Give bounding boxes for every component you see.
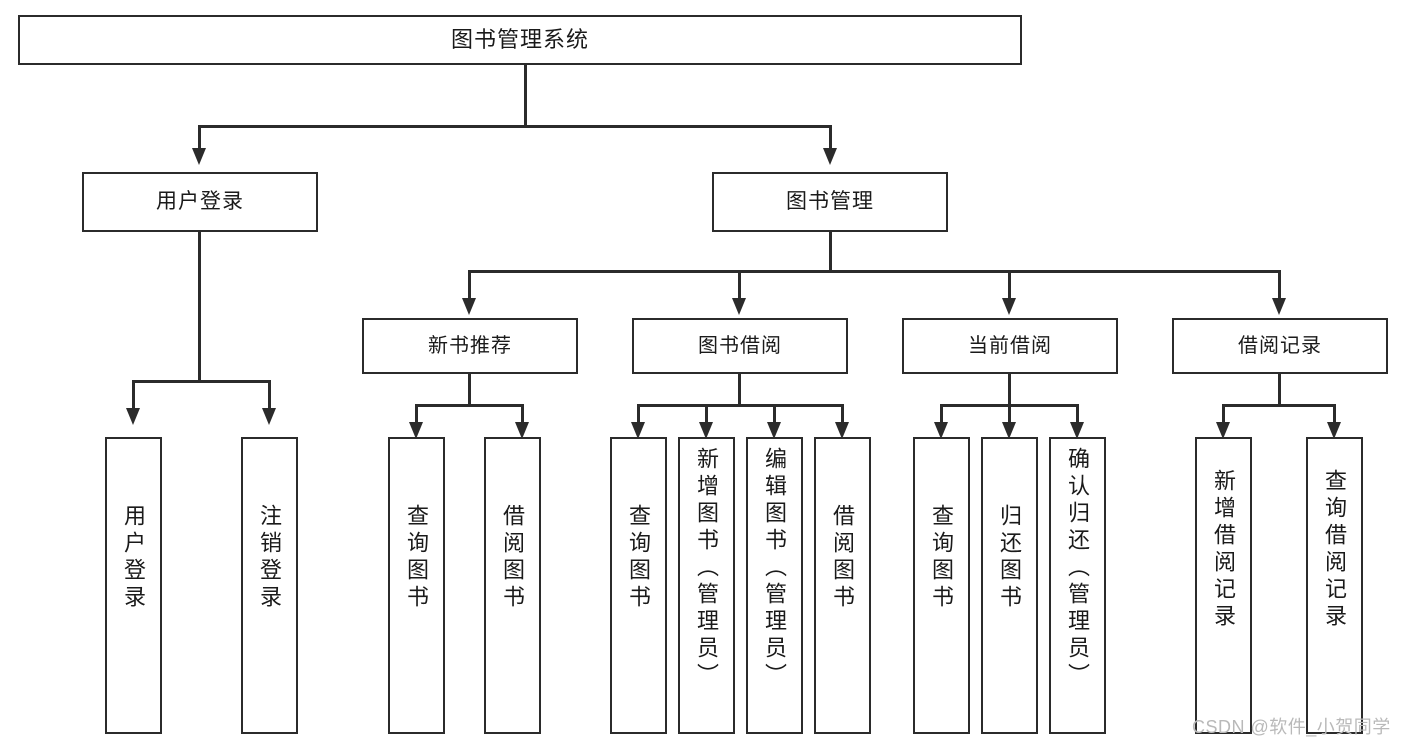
connector-new-book-bar bbox=[415, 404, 523, 407]
arrowhead-current-borrow bbox=[1002, 298, 1016, 315]
connector-level3-bar bbox=[468, 270, 1281, 273]
connector-root-stem bbox=[524, 65, 527, 127]
leaf-borrow-book-recommend[interactable]: 借阅图书 bbox=[484, 437, 541, 734]
connector-new-book-stem bbox=[468, 374, 471, 406]
node-new-book-recommend[interactable]: 新书推荐 bbox=[362, 318, 578, 374]
arrowhead-book-borrow bbox=[732, 298, 746, 315]
leaf-edit-book-admin[interactable]: 编辑图书（管理员） bbox=[746, 437, 803, 734]
leaf-user-login[interactable]: 用户登录 bbox=[105, 437, 162, 734]
connector-book-borrow-drop-1 bbox=[637, 404, 640, 426]
connector-user-login-bar bbox=[132, 380, 270, 383]
node-label: 借阅图书 bbox=[830, 504, 856, 612]
leaf-query-book-recommend[interactable]: 查询图书 bbox=[388, 437, 445, 734]
arrowhead-new-book-recommend bbox=[462, 298, 476, 315]
connector-current-borrow-drop-3 bbox=[1076, 404, 1079, 426]
node-label: 归还图书 bbox=[997, 504, 1023, 612]
connector-root-to-user-login bbox=[198, 125, 201, 150]
arrowhead-user-login bbox=[192, 148, 206, 165]
node-label: 借阅记录 bbox=[1238, 334, 1322, 357]
leaf-query-borrow-record[interactable]: 查询借阅记录 bbox=[1306, 437, 1363, 734]
leaf-return-book[interactable]: 归还图书 bbox=[981, 437, 1038, 734]
arrowhead-borrow-record bbox=[1272, 298, 1286, 315]
arrowhead-leaf-add-record bbox=[1216, 422, 1230, 439]
node-label: 用户登录 bbox=[156, 189, 244, 213]
node-label: 查询图书 bbox=[626, 504, 652, 612]
node-root-book-management-system[interactable]: 图书管理系统 bbox=[18, 15, 1022, 65]
connector-book-management-stem bbox=[829, 232, 832, 272]
arrowhead-leaf-logout bbox=[262, 408, 276, 425]
arrowhead-leaf-query-book-1 bbox=[409, 422, 423, 439]
node-label: 查询图书 bbox=[929, 504, 955, 612]
connector-root-to-book-management bbox=[829, 125, 832, 150]
arrowhead-leaf-query-book-3 bbox=[934, 422, 948, 439]
connector-book-borrow-stem bbox=[738, 374, 741, 406]
leaf-query-book-current[interactable]: 查询图书 bbox=[913, 437, 970, 734]
leaf-add-borrow-record[interactable]: 新增借阅记录 bbox=[1195, 437, 1252, 734]
connector-book-borrow-drop-3 bbox=[773, 404, 776, 426]
node-label: 借阅图书 bbox=[500, 504, 526, 612]
node-label: 当前借阅 bbox=[968, 334, 1052, 357]
arrowhead-leaf-add-book bbox=[699, 422, 713, 439]
node-label: 查询图书 bbox=[404, 504, 430, 612]
arrowhead-leaf-borrow-book-2 bbox=[835, 422, 849, 439]
connector-book-borrow-drop-4 bbox=[841, 404, 844, 426]
arrowhead-leaf-query-record bbox=[1327, 422, 1341, 439]
connector-borrow-record-drop-1 bbox=[1222, 404, 1225, 426]
connector-to-current-borrow bbox=[1008, 270, 1011, 300]
arrowhead-book-management bbox=[823, 148, 837, 165]
leaf-query-book-borrow[interactable]: 查询图书 bbox=[610, 437, 667, 734]
connector-user-login-stem bbox=[198, 232, 201, 382]
leaf-confirm-return-admin[interactable]: 确认归还（管理员） bbox=[1049, 437, 1106, 734]
node-label: 新书推荐 bbox=[428, 334, 512, 357]
connector-current-borrow-drop-1 bbox=[940, 404, 943, 426]
connector-current-borrow-stem bbox=[1008, 374, 1011, 406]
watermark-text: CSDN @软件_小贺同学 bbox=[1192, 717, 1391, 737]
connector-to-borrow-record bbox=[1278, 270, 1281, 300]
node-label: 图书借阅 bbox=[698, 334, 782, 357]
arrowhead-leaf-borrow-book-1 bbox=[515, 422, 529, 439]
node-label: 图书管理系统 bbox=[450, 27, 589, 53]
node-user-login[interactable]: 用户登录 bbox=[82, 172, 318, 232]
node-label: 查询借阅记录 bbox=[1322, 469, 1348, 631]
node-borrow-record[interactable]: 借阅记录 bbox=[1172, 318, 1388, 374]
connector-borrow-record-stem bbox=[1278, 374, 1281, 406]
arrowhead-leaf-user-login bbox=[126, 408, 140, 425]
arrowhead-leaf-confirm-return bbox=[1070, 422, 1084, 439]
node-label: 新增图书（管理员） bbox=[694, 447, 720, 690]
leaf-borrow-book-borrow[interactable]: 借阅图书 bbox=[814, 437, 871, 734]
connector-to-new-book-recommend bbox=[468, 270, 471, 300]
node-book-borrow[interactable]: 图书借阅 bbox=[632, 318, 848, 374]
connector-new-book-drop-2 bbox=[521, 404, 524, 426]
connector-current-borrow-drop-2 bbox=[1008, 404, 1011, 426]
connector-borrow-record-bar bbox=[1222, 404, 1335, 407]
connector-book-borrow-bar bbox=[637, 404, 842, 407]
arrowhead-leaf-edit-book bbox=[767, 422, 781, 439]
connector-user-login-drop-2 bbox=[268, 380, 271, 410]
node-label: 用户登录 bbox=[121, 504, 147, 612]
leaf-logout[interactable]: 注销登录 bbox=[241, 437, 298, 734]
node-book-management[interactable]: 图书管理 bbox=[712, 172, 948, 232]
connector-root-bar bbox=[198, 125, 832, 128]
connector-borrow-record-drop-2 bbox=[1333, 404, 1336, 426]
connector-to-book-borrow bbox=[738, 270, 741, 300]
arrowhead-leaf-return-book bbox=[1002, 422, 1016, 439]
node-current-borrow[interactable]: 当前借阅 bbox=[902, 318, 1118, 374]
connector-new-book-drop-1 bbox=[415, 404, 418, 426]
node-label: 注销登录 bbox=[257, 504, 283, 612]
connector-user-login-drop-1 bbox=[132, 380, 135, 410]
arrowhead-leaf-query-book-2 bbox=[631, 422, 645, 439]
connector-book-borrow-drop-2 bbox=[705, 404, 708, 426]
leaf-add-book-admin[interactable]: 新增图书（管理员） bbox=[678, 437, 735, 734]
node-label: 新增借阅记录 bbox=[1211, 469, 1237, 631]
node-label: 图书管理 bbox=[786, 189, 874, 213]
node-label: 确认归还（管理员） bbox=[1065, 447, 1091, 690]
node-label: 编辑图书（管理员） bbox=[762, 447, 788, 690]
